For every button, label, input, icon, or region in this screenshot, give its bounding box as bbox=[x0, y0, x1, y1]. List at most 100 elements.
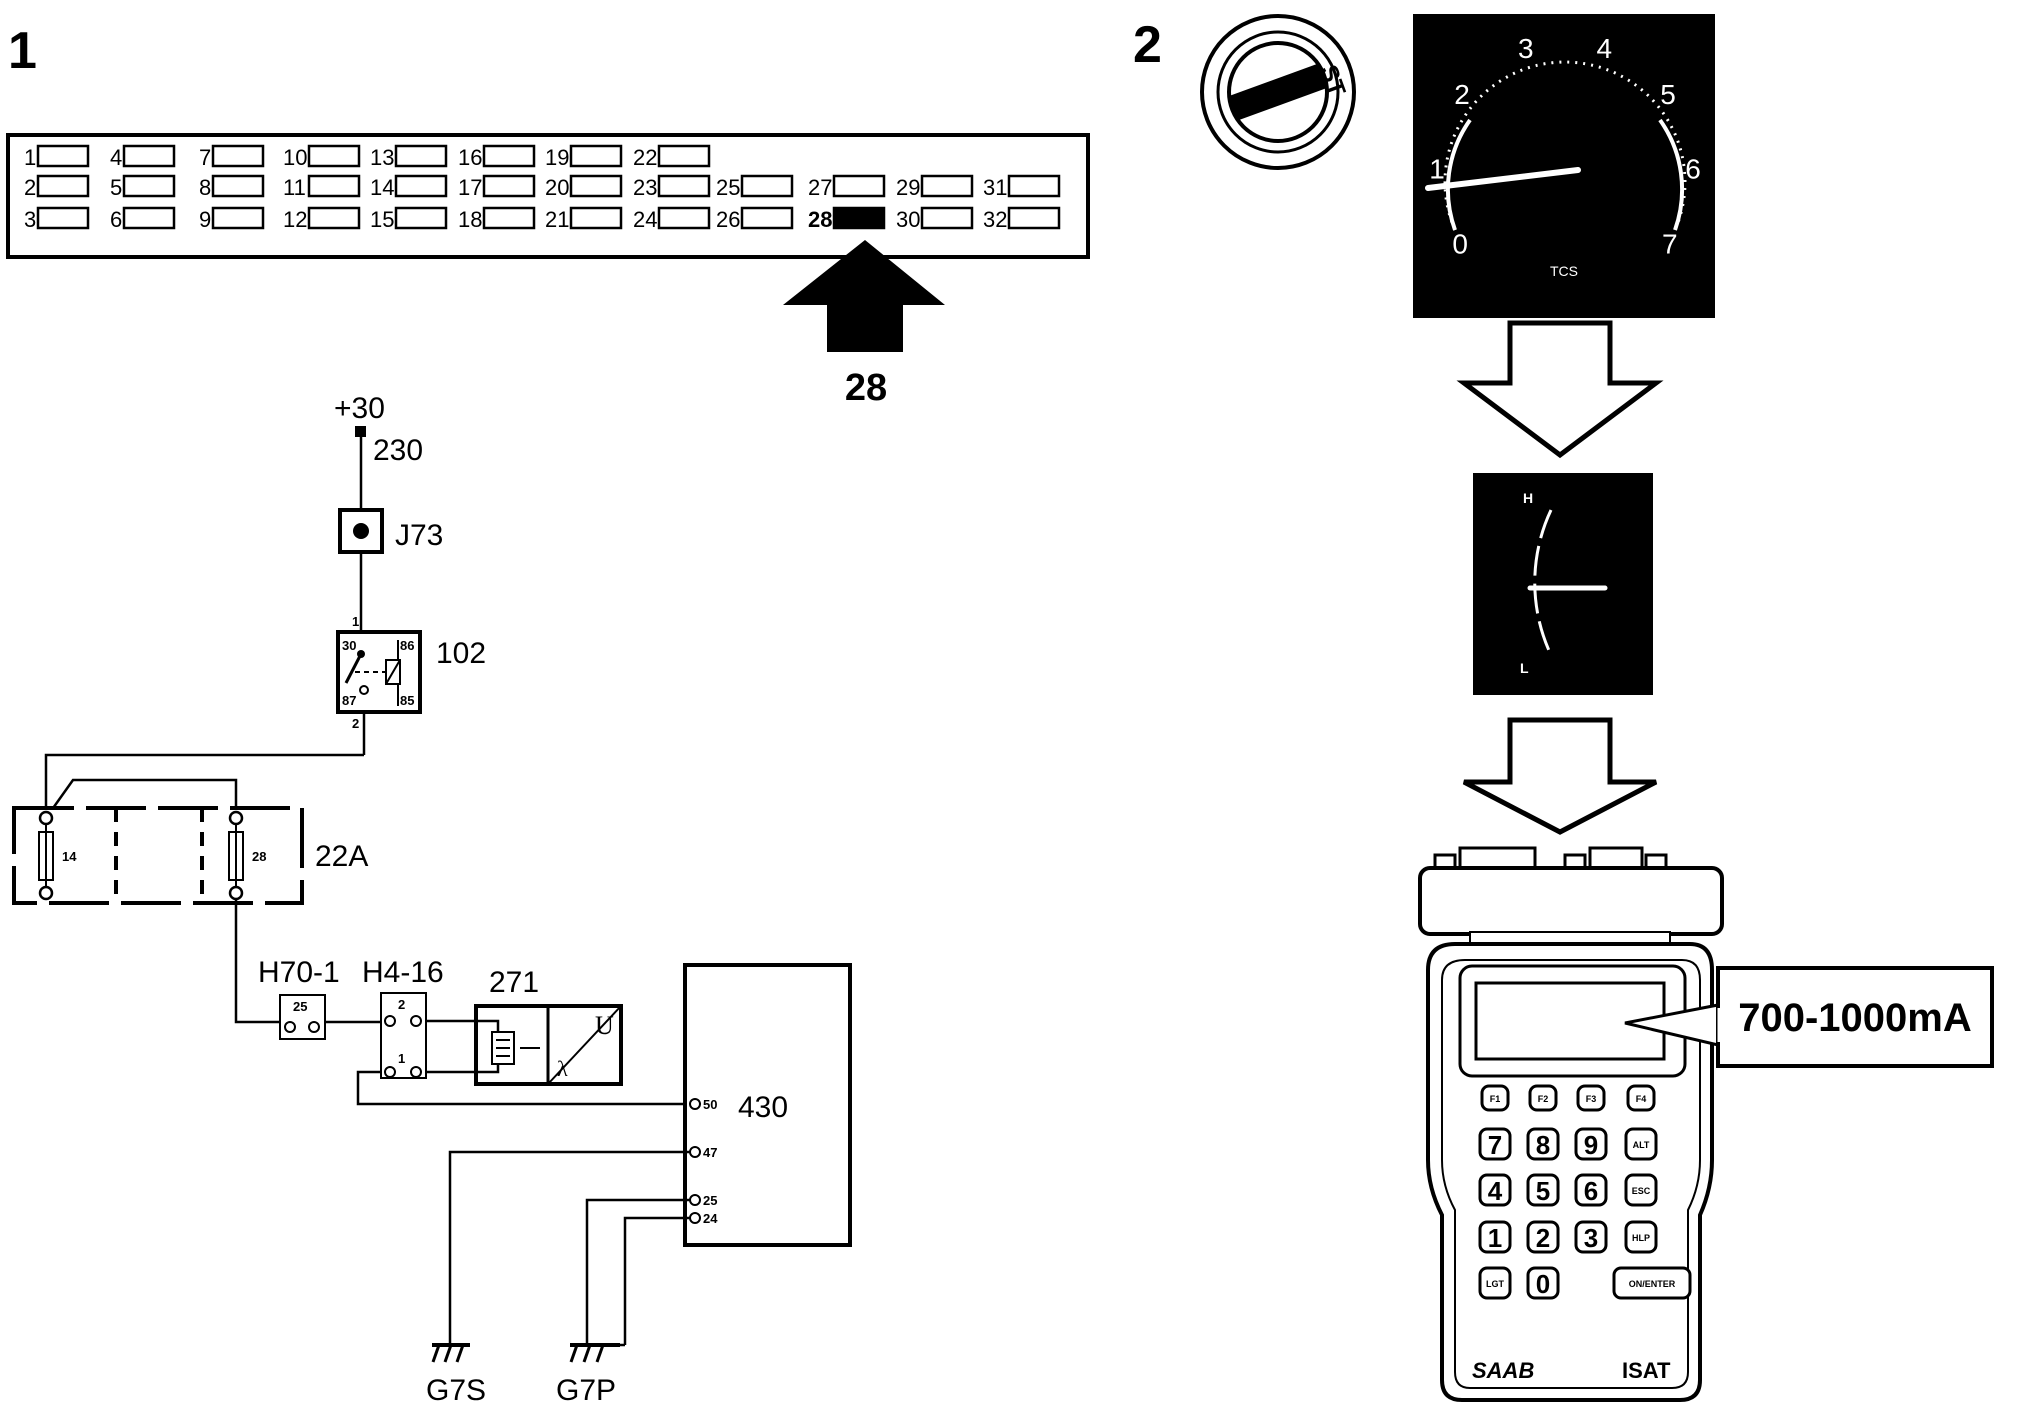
isat-key-k9[interactable]: 9 bbox=[1574, 1127, 1608, 1161]
circuit-wiring: +30 230 J73 1 30 86 87 85 102 2 bbox=[12, 392, 852, 1407]
node-230-label: 230 bbox=[373, 434, 423, 467]
h4-connector bbox=[380, 992, 427, 1079]
fuse-slot-number: 16 bbox=[458, 145, 482, 170]
ground-g7s-label: G7S bbox=[426, 1374, 486, 1407]
fuse-slot-28: 28 bbox=[808, 206, 886, 232]
fuse-slot-box bbox=[211, 174, 265, 198]
isat-key-label: 4 bbox=[1488, 1176, 1503, 1206]
tachometer-tick-label: 2 bbox=[1454, 79, 1470, 110]
sensor-lambda-label: λ bbox=[557, 1056, 568, 1081]
fuse-slot-box bbox=[394, 206, 448, 230]
fuse-slot-number: 30 bbox=[896, 207, 920, 232]
fuse-slot-27: 27 bbox=[808, 174, 886, 200]
isat-key-lgt[interactable]: LGT bbox=[1478, 1266, 1512, 1300]
temp-low-label: L bbox=[1520, 660, 1529, 676]
isat-key-k4[interactable]: 4 bbox=[1478, 1173, 1512, 1207]
isat-key-k3[interactable]: 3 bbox=[1574, 1220, 1608, 1254]
isat-key-f4[interactable]: F4 bbox=[1626, 1084, 1656, 1112]
isat-key-esc[interactable]: ESC bbox=[1624, 1173, 1658, 1207]
fuse-slot-number: 28 bbox=[808, 207, 832, 232]
fuse-slot-number: 7 bbox=[199, 145, 211, 170]
ground-g7s: G7S bbox=[426, 1343, 486, 1407]
fuse-slot-number: 8 bbox=[199, 175, 211, 200]
ecu-pin-50: 50 bbox=[703, 1097, 717, 1112]
relay-label: 102 bbox=[436, 637, 486, 670]
fuse-slot-29: 29 bbox=[896, 174, 974, 200]
fuse-slot-box bbox=[307, 144, 361, 168]
isat-key-enter[interactable]: ON/ENTER bbox=[1612, 1266, 1692, 1300]
isat-key-f2[interactable]: F2 bbox=[1528, 1084, 1558, 1112]
relay-pin-87: 87 bbox=[342, 693, 356, 708]
sensor-label: 271 bbox=[489, 966, 539, 999]
isat-key-k6[interactable]: 6 bbox=[1574, 1173, 1608, 1207]
temperature-gauge: H L bbox=[1473, 473, 1653, 695]
fuse-slot-number: 19 bbox=[545, 145, 569, 170]
fuse-box-frame bbox=[6, 133, 1090, 259]
isat-key-k7[interactable]: 7 bbox=[1478, 1127, 1512, 1161]
isat-key-k0[interactable]: 0 bbox=[1526, 1266, 1560, 1300]
fuse-slot-10: 10 bbox=[283, 144, 361, 170]
fuse-slot-box bbox=[307, 174, 361, 198]
fuse-slot-box bbox=[657, 144, 711, 168]
fuse-slot-24: 24 bbox=[633, 206, 711, 232]
tachometer-tick-label: 7 bbox=[1662, 228, 1678, 259]
isat-key-k8[interactable]: 8 bbox=[1526, 1127, 1560, 1161]
fuse-slot-box bbox=[482, 206, 536, 230]
fuse-slot-number: 13 bbox=[370, 145, 394, 170]
h4-pin-bottom: 1 bbox=[398, 1051, 405, 1066]
up-arrow-icon bbox=[783, 240, 945, 352]
fuse-slot-23: 23 bbox=[633, 174, 711, 200]
h4-label: H4-16 bbox=[362, 956, 444, 989]
fuse-slot-number: 24 bbox=[633, 207, 657, 232]
isat-key-label: LGT bbox=[1486, 1279, 1504, 1289]
isat-key-f1[interactable]: F1 bbox=[1480, 1084, 1510, 1112]
fuse-slot-number: 6 bbox=[110, 207, 122, 232]
fuse-slot-9: 9 bbox=[199, 206, 265, 232]
ignition-key-icon bbox=[1228, 63, 1328, 121]
ecu-pin-47: 47 bbox=[703, 1145, 717, 1160]
isat-connector-head bbox=[1418, 866, 1724, 936]
panel-number-2: 2 bbox=[1133, 16, 1162, 74]
ecu-pin-24: 24 bbox=[703, 1211, 718, 1226]
isat-key-label: 2 bbox=[1536, 1223, 1550, 1253]
fuse-slot-box bbox=[569, 144, 623, 168]
isat-key-k5[interactable]: 5 bbox=[1526, 1173, 1560, 1207]
relay-pin1-label: 1 bbox=[352, 614, 359, 629]
fuse-slot-14: 14 bbox=[370, 174, 448, 200]
relay-pin-86: 86 bbox=[400, 638, 414, 653]
fuse-slot-30: 30 bbox=[896, 206, 974, 232]
fuse-28-arrow-label: 28 bbox=[845, 367, 887, 409]
fuse-slot-1: 1 bbox=[24, 144, 90, 170]
fuse-slot-22: 22 bbox=[633, 144, 711, 170]
fuse-slot-21: 21 bbox=[545, 206, 623, 232]
panel-number-1: 1 bbox=[8, 22, 37, 80]
fuse-slot-number: 27 bbox=[808, 175, 832, 200]
fuse-slot-box bbox=[122, 144, 176, 168]
fuse-slot-17: 17 bbox=[458, 174, 536, 200]
fuse-slot-13: 13 bbox=[370, 144, 448, 170]
fuse-slot-4: 4 bbox=[110, 144, 176, 170]
fuse-slot-7: 7 bbox=[199, 144, 265, 170]
fuse-slot-number: 15 bbox=[370, 207, 394, 232]
tachometer-tick-label: 0 bbox=[1452, 228, 1468, 259]
fuse-slot-box bbox=[569, 206, 623, 230]
isat-key-k2[interactable]: 2 bbox=[1526, 1220, 1560, 1254]
fuse-slot-31: 31 bbox=[983, 174, 1061, 200]
isat-key-hlp[interactable]: HLP bbox=[1624, 1220, 1658, 1254]
down-arrow-icon bbox=[1456, 320, 1664, 459]
h70-label: H70-1 bbox=[258, 956, 340, 989]
isat-model: ISAT bbox=[1622, 1358, 1671, 1383]
fuse-block-label: 22A bbox=[315, 840, 368, 873]
fuse-slot-box bbox=[394, 144, 448, 168]
isat-key-f3[interactable]: F3 bbox=[1576, 1084, 1606, 1112]
fuse-slot-number: 29 bbox=[896, 175, 920, 200]
fuse-slot-box bbox=[394, 174, 448, 198]
fuse-28-label: 28 bbox=[252, 849, 266, 864]
isat-key-k1[interactable]: 1 bbox=[1478, 1220, 1512, 1254]
fuse-slot-19: 19 bbox=[545, 144, 623, 170]
isat-key-alt[interactable]: ALT bbox=[1624, 1127, 1658, 1161]
